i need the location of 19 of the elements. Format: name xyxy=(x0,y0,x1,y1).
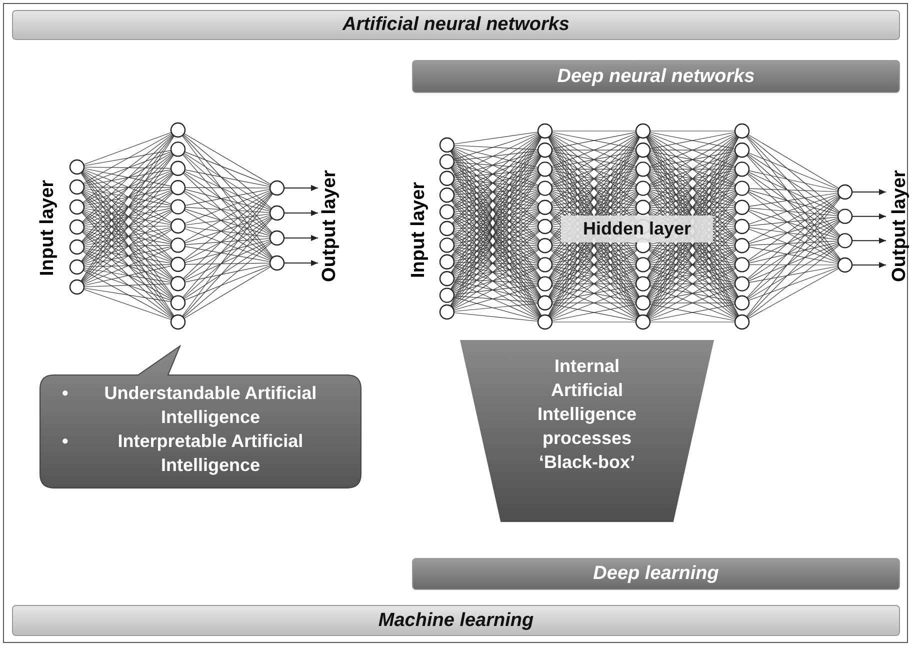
bullet-item: Interpretable Artificial Intelligence xyxy=(118,431,304,475)
hidden-layer-label: Hidden layer xyxy=(560,216,714,242)
speech-bubble xyxy=(38,345,363,490)
banner xyxy=(12,605,900,636)
banner xyxy=(412,60,900,93)
layer-label: Output layer xyxy=(889,170,911,282)
banner xyxy=(412,558,900,590)
banner-title: Machine learning xyxy=(378,610,534,632)
layer-label: Input layer xyxy=(37,180,59,276)
banner-title: Artificial neural networks xyxy=(342,14,570,36)
banner-title: Deep learning xyxy=(593,563,719,585)
process-text: Internal Artificial Intelligence processes ‘Black-box’ xyxy=(536,355,638,474)
bullet-mark: • xyxy=(62,382,68,405)
layer-label: Output layer xyxy=(319,170,341,282)
layer-label: Input layer xyxy=(408,182,430,278)
bullet-item: Understandable Artificial Intelligence xyxy=(104,383,317,427)
banner xyxy=(12,10,900,40)
banner-title: Deep neural networks xyxy=(557,66,755,88)
bullet-mark: • xyxy=(62,430,68,453)
